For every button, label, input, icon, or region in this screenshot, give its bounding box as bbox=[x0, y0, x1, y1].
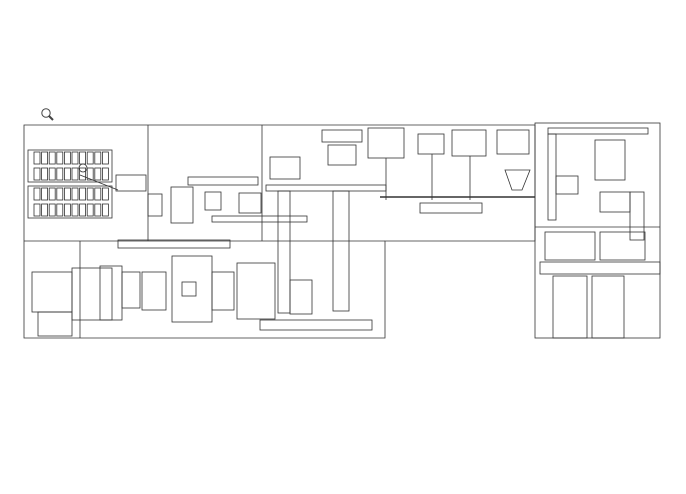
right-cell bbox=[539, 127, 661, 339]
outer-frame bbox=[23, 122, 661, 339]
magnifier-icon[interactable] bbox=[40, 107, 56, 123]
station-blocks bbox=[147, 127, 535, 331]
lower-left-stations bbox=[31, 239, 276, 337]
tray-feeder bbox=[27, 149, 147, 219]
